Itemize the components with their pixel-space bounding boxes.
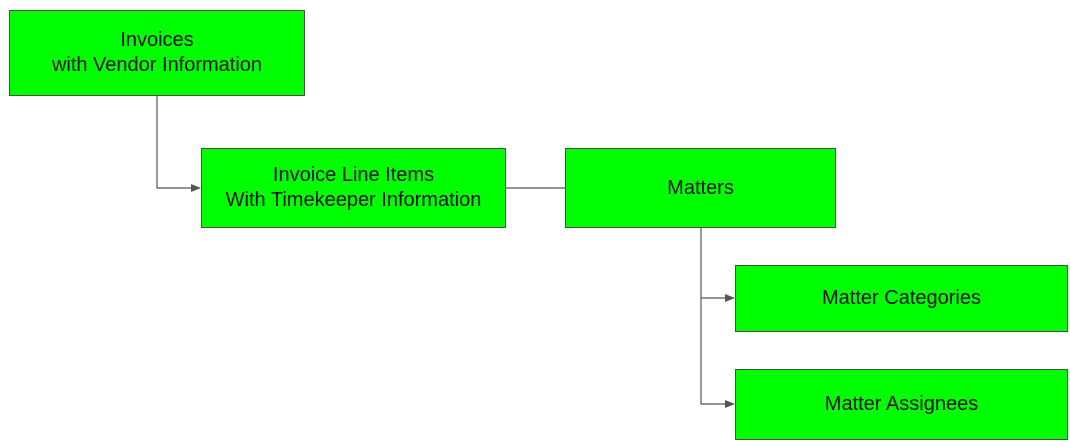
node-line-items-title: Invoice Line Items (272, 164, 435, 186)
connector-matters-to-categories (700, 228, 735, 302)
connector-invoices-to-line-items (156, 96, 201, 192)
node-matter-categories-title: Matter Categories (822, 287, 981, 309)
node-matter-assignees: Matter Assignees (735, 369, 1068, 440)
node-matter-categories: Matter Categories (735, 265, 1068, 332)
node-invoices-subtitle: with Vendor Information (51, 54, 263, 76)
node-matters-title: Matters (667, 176, 734, 199)
node-line-items-subtitle: With Timekeeper Information (225, 189, 482, 211)
node-invoice-line-items: Invoice Line Items With Timekeeper Infor… (201, 148, 506, 228)
node-matters: Matters (565, 148, 836, 228)
connector-matters-to-assignees (700, 298, 735, 408)
node-invoices: Invoices with Vendor Information (9, 10, 305, 96)
node-invoices-title: Invoices (120, 29, 194, 51)
node-matter-assignees-title: Matter Assignees (824, 393, 979, 415)
